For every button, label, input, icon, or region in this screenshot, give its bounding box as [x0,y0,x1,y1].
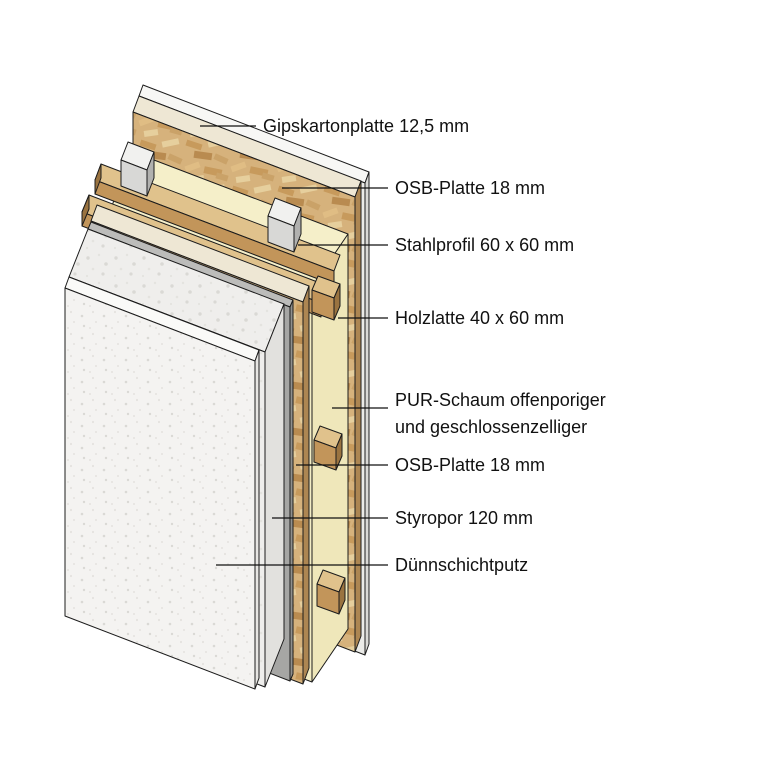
steel1-front-face [120,159,148,197]
plaster-front-face [64,287,256,690]
wood-batten-end-1 [311,275,341,321]
label-stahlprofil: Stahlprofil 60 x 60 mm [395,235,574,255]
label-putz: Dünnschichtputz [395,555,528,575]
label-osb-front: OSB-Platte 18 mm [395,455,545,475]
label-pur-line2: und geschlossenzelliger [395,417,587,437]
label-holzlatte: Holzlatte 40 x 60 mm [395,308,564,328]
plaster-side-face [254,349,260,690]
steel-profile-cube-1 [120,141,155,197]
osb-front-side-face [302,285,310,685]
label-osb-back: OSB-Platte 18 mm [395,178,545,198]
batten1-end-cap [94,163,102,195]
wood-batten-end-3 [316,569,346,615]
label-gipskarton: Gipskartonplatte 12,5 mm [263,116,469,136]
label-styropor: Styropor 120 mm [395,508,533,528]
styropor-side-face [264,303,285,688]
osb-back-side-face [354,180,362,653]
steel-profile-cube-2 [267,197,302,253]
batten2-end-cap [81,194,90,227]
steel2-front-face [267,215,295,253]
plaster-panel [64,276,260,690]
batten-end2-front [313,439,337,471]
label-pur-line1: PUR-Schaum offenporiger [395,390,606,410]
batten-end3-front [316,583,340,615]
wood-batten-end-2 [313,425,343,471]
batten-end1-front [311,289,335,321]
